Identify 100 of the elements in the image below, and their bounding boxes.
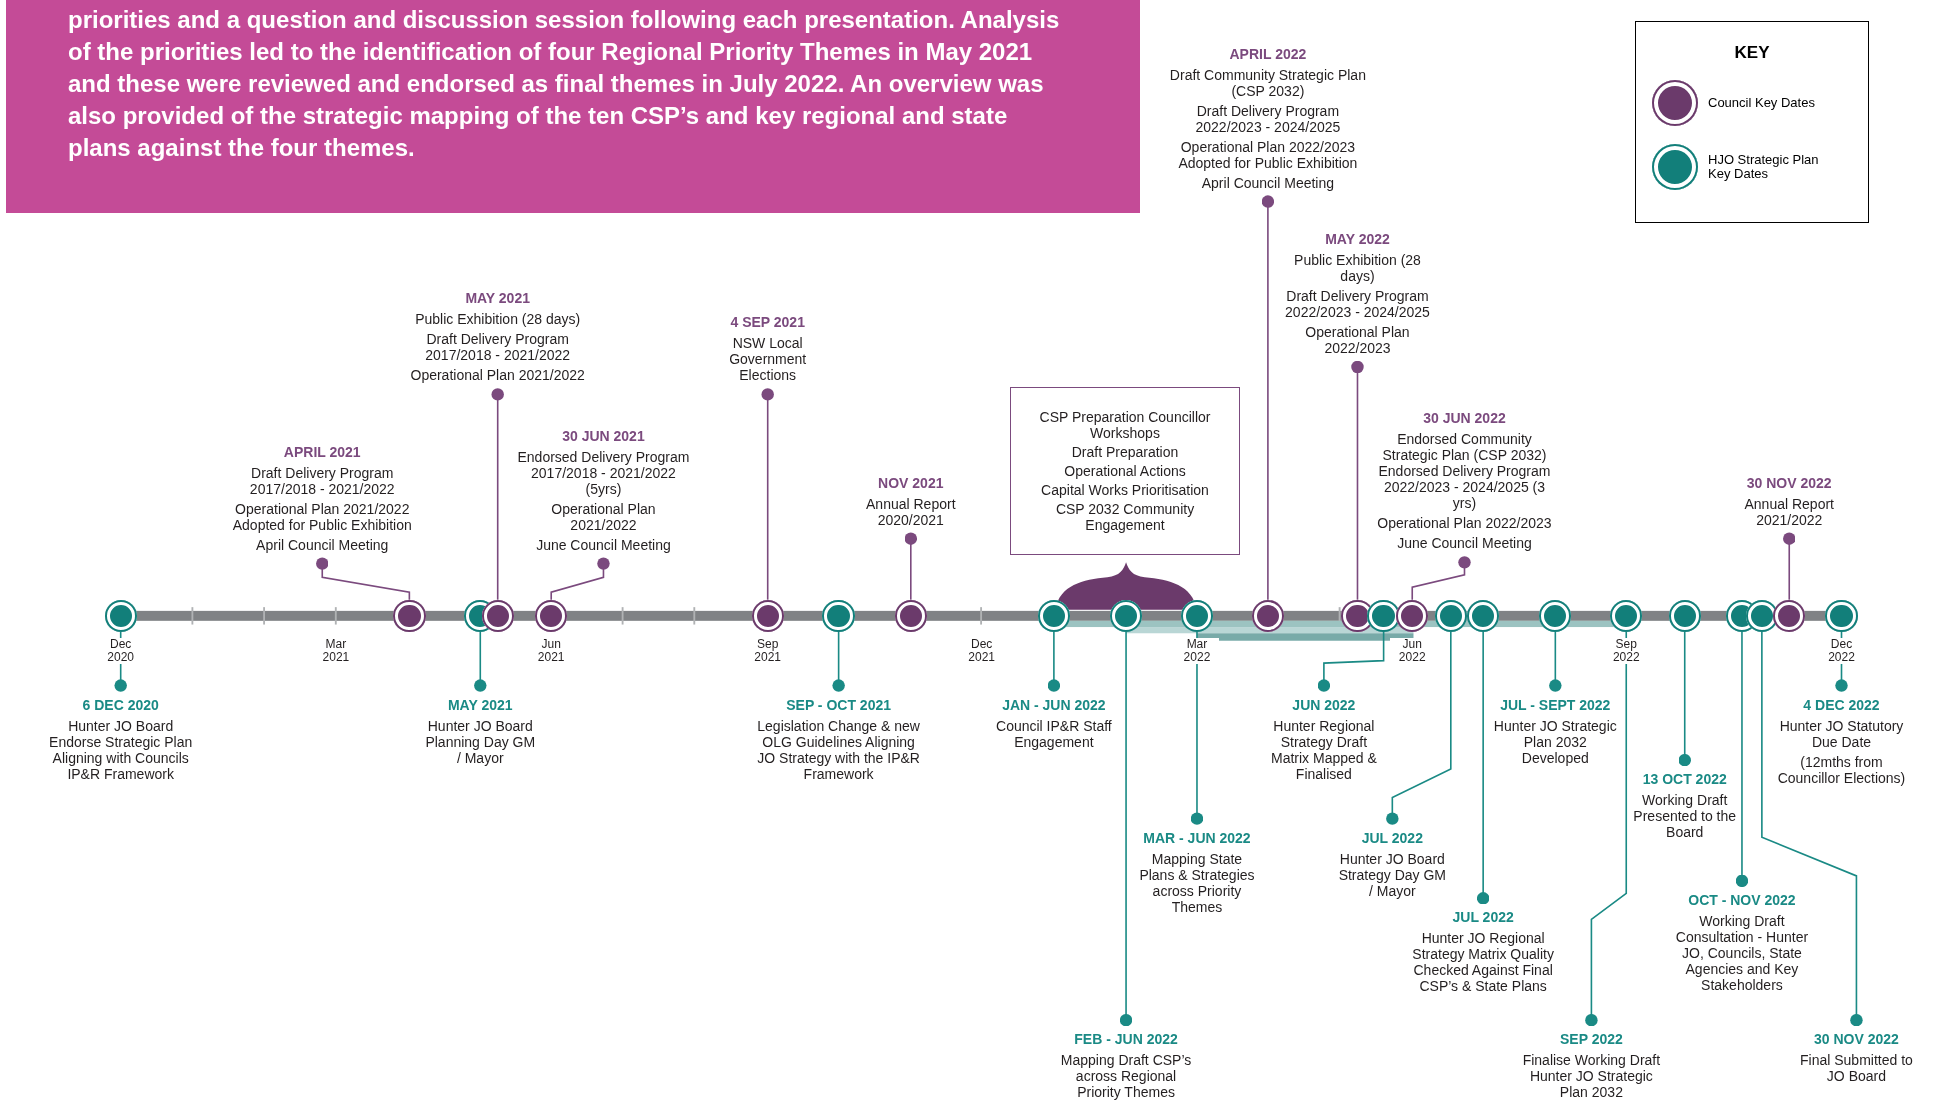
event-text: Draft Delivery Program 2017/2018 - 2021/2022 bbox=[248, 464, 396, 497]
event-text: Hunter JO Strategic Plan 2032 Developed bbox=[1492, 717, 1618, 766]
connector-line bbox=[491, 388, 504, 601]
connector-line bbox=[1783, 532, 1796, 601]
date-heading: APRIL 2021 bbox=[283, 443, 361, 461]
connector-line bbox=[1351, 360, 1364, 601]
event-text: Operational Plan 2021/2022 Adopted for Public Exhibition bbox=[231, 500, 413, 533]
connector-line bbox=[316, 557, 411, 601]
event-text: Annual Report 2021/2022 bbox=[1743, 495, 1835, 528]
box-text: CSP 2032 Community Engagement bbox=[1054, 501, 1196, 533]
date-heading: NOV 2021 bbox=[878, 474, 944, 492]
event-text: Operational Plan 2022/2023 Adopted for Public Exhibition bbox=[1177, 138, 1359, 171]
date-heading: MAY 2021 bbox=[465, 290, 530, 308]
event-text: Hunter JO Board Endorse Strategic Plan Aligning with Councils IP&R Framework bbox=[48, 717, 194, 782]
date-marker bbox=[894, 599, 927, 633]
date-marker bbox=[393, 599, 426, 633]
date-heading: SEP 2022 bbox=[1560, 1031, 1623, 1049]
connector-line bbox=[474, 631, 487, 692]
event-text: April Council Meeting bbox=[1201, 174, 1335, 191]
date-heading: 30 NOV 2022 bbox=[1814, 1031, 1899, 1049]
connector-line bbox=[1585, 631, 1628, 1027]
event-text: Mapping Draft CSP’s across Regional Priority Themes bbox=[1059, 1052, 1193, 1101]
connector-line bbox=[1386, 631, 1452, 825]
key-title: KEY bbox=[1734, 42, 1770, 64]
date-heading: FEB - JUN 2022 bbox=[1074, 1031, 1178, 1049]
date-marker bbox=[104, 599, 137, 633]
text-panel bbox=[6, 0, 1140, 213]
date-marker bbox=[751, 599, 784, 633]
event-text: Public Exhibition (28 days) bbox=[415, 311, 581, 328]
box-text: Operational Actions bbox=[1064, 463, 1186, 479]
date-heading: 30 JUN 2022 bbox=[1423, 410, 1506, 428]
date-heading: 30 NOV 2022 bbox=[1746, 474, 1832, 492]
connector-line bbox=[1761, 631, 1863, 1027]
event-text: Final Submitted to JO Board bbox=[1799, 1052, 1914, 1085]
event-text: Hunter JO Board Planning Day GM / Mayor bbox=[424, 717, 537, 766]
date-marker bbox=[1668, 599, 1701, 633]
date-heading: SEP - OCT 2021 bbox=[786, 696, 891, 714]
event-text: June Council Meeting bbox=[536, 536, 671, 553]
date-heading: JUL - SEPT 2022 bbox=[1500, 696, 1611, 714]
event-text: April Council Meeting bbox=[256, 536, 389, 553]
date-heading: 13 OCT 2022 bbox=[1642, 771, 1727, 789]
date-marker bbox=[1773, 599, 1806, 633]
event-text: Mapping State Plans & Strategies across Priority Themes bbox=[1138, 850, 1256, 915]
date-heading: 4 SEP 2021 bbox=[730, 314, 805, 332]
event-text: Draft Delivery Program 2022/2023 - 2024/2025 bbox=[1284, 288, 1431, 321]
box-text: Capital Works Prioritisation bbox=[1041, 482, 1209, 498]
event-text: Endorsed Delivery Program 2017/2018 - 2021/2022 (5yrs) bbox=[516, 448, 691, 497]
date-heading: MAR - JUN 2022 bbox=[1143, 829, 1251, 847]
event-text: Working Draft Presented to the Board bbox=[1632, 792, 1737, 841]
connector-line bbox=[1678, 631, 1691, 767]
date-marker bbox=[822, 599, 855, 633]
event-text: NSW Local Government Elections bbox=[728, 335, 808, 384]
date-heading: JUN 2022 bbox=[1292, 696, 1356, 714]
intro-paragraph: priorities and a question and discussion session following each presentation. Analysis of the priorities led to the identification of four Regional Priority Themes in May 2021 and these were reviewed and endorsed as final themes in July 2022. An overview was also provided of the strategic mapping of the ten CSP’s and key regional and state plans against the four themes. bbox=[68, 5, 1060, 163]
event-text: (12mths from Councillor Elections) bbox=[1776, 753, 1907, 786]
date-heading: 30 JUN 2021 bbox=[562, 427, 645, 445]
event-text: Working Draft Consultation - Hunter JO, Councils, State Agencies and Key Stakeholders bbox=[1674, 912, 1810, 993]
date-marker bbox=[1539, 599, 1572, 633]
connector-line bbox=[1047, 631, 1061, 692]
date-heading: JAN - JUN 2022 bbox=[1002, 696, 1106, 714]
date-marker bbox=[1825, 599, 1858, 633]
connector-line bbox=[1119, 631, 1133, 1027]
date-heading: MAY 2022 bbox=[1325, 231, 1390, 249]
event-text: Draft Community Strategic Plan (CSP 2032) bbox=[1168, 66, 1367, 99]
connector-line bbox=[550, 557, 610, 601]
note-box bbox=[1010, 387, 1240, 555]
connector-line bbox=[1549, 631, 1562, 692]
event-text: Draft Delivery Program 2017/2018 - 2021/2022 bbox=[424, 331, 572, 364]
date-marker bbox=[1037, 599, 1071, 633]
connector-line bbox=[904, 532, 917, 601]
event-text: Hunter JO Regional Strategy Matrix Quality Checked Against Final CSP’s & State Plans bbox=[1411, 930, 1555, 995]
connector-line bbox=[832, 631, 845, 692]
legend-label: HJO Strategic Plan Key Dates bbox=[1708, 152, 1820, 181]
connector-line bbox=[761, 388, 774, 601]
event-text: Hunter JO Statutory Due Date bbox=[1778, 717, 1905, 750]
event-text: Hunter Regional Strategy Draft Matrix Mapped & Finalised bbox=[1269, 717, 1378, 782]
event-text: Operational Plan 2022/2023 bbox=[1304, 324, 1411, 357]
date-marker bbox=[1466, 599, 1500, 633]
box-text: Draft Preparation bbox=[1071, 444, 1179, 460]
event-text: Operational Plan 2021/2022 bbox=[410, 367, 585, 384]
connector-line bbox=[1317, 631, 1385, 692]
event-text: Council IP&R Staff Engagement bbox=[995, 717, 1113, 750]
key-box bbox=[1635, 21, 1869, 223]
date-marker bbox=[1396, 599, 1429, 633]
event-text: Endorsed Community Strategic Plan (CSP 2032) Endorsed Delivery Program 2022/2023 - 2024/2025 (3 yrs) bbox=[1377, 431, 1552, 512]
date-marker bbox=[1434, 599, 1467, 633]
legend-label: Council Key Dates bbox=[1708, 95, 1816, 110]
date-heading: JUL 2022 bbox=[1452, 909, 1514, 927]
event-text: Finalise Working Draft Hunter JO Strategic Plan 2032 bbox=[1521, 1052, 1662, 1101]
event-text: Legislation Change & new OLG Guidelines Aligning JO Strategy with the IP&R Framework bbox=[756, 717, 921, 782]
date-marker bbox=[1367, 599, 1400, 633]
connector-line bbox=[1411, 556, 1471, 601]
event-text: June Council Meeting bbox=[1397, 535, 1532, 552]
date-heading: MAY 2021 bbox=[447, 696, 513, 714]
connector-line bbox=[1476, 631, 1490, 905]
event-text: Hunter JO Board Strategy Day GM / Mayor bbox=[1337, 850, 1447, 899]
connector-line bbox=[1735, 631, 1749, 888]
event-text: Public Exhibition (28 days) bbox=[1293, 252, 1422, 285]
date-marker bbox=[535, 599, 568, 633]
date-heading: OCT - NOV 2022 bbox=[1688, 891, 1796, 909]
